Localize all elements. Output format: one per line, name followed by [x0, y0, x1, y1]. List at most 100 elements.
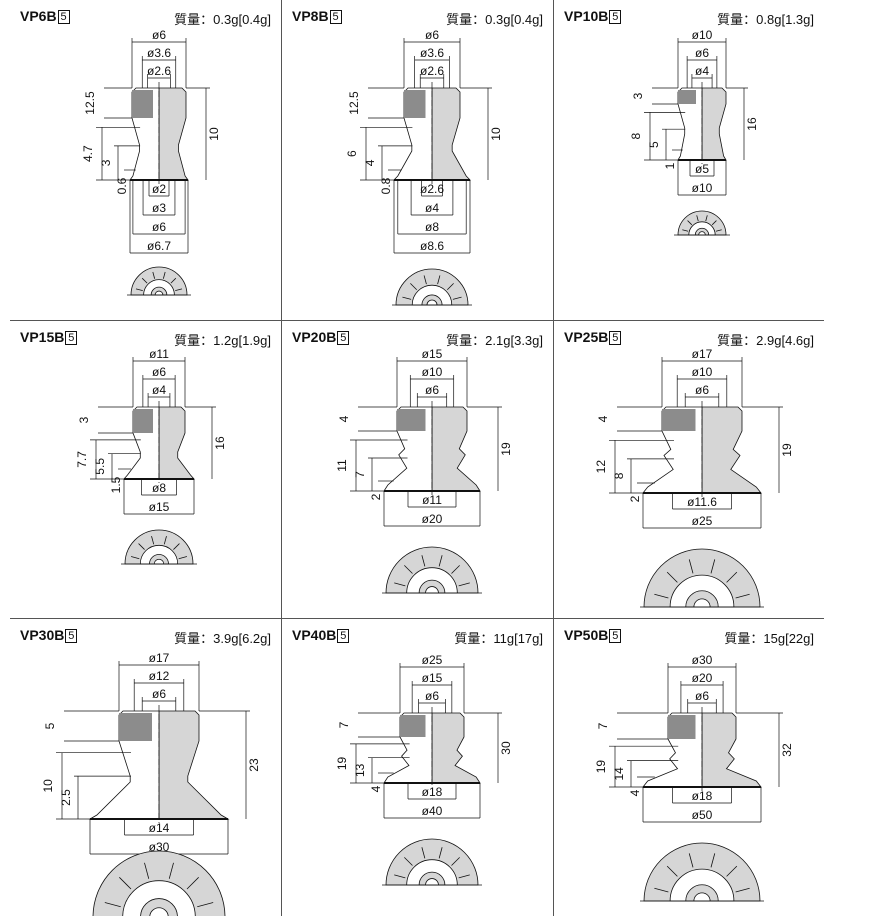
model-name: VP10B — [564, 8, 609, 24]
dim-h1: 3 — [631, 92, 645, 99]
dim-d1: ø25 — [422, 653, 443, 667]
dim-d1: ø10 — [692, 28, 713, 42]
model-name: VP15B — [20, 329, 65, 345]
dim-d3: ø6 — [695, 383, 709, 397]
model-name: VP6B — [20, 8, 57, 24]
dim-h1: 12.5 — [347, 91, 361, 115]
dim-b1: ø8 — [152, 481, 166, 495]
dim-d2: ø10 — [422, 365, 443, 379]
dim-hR: 16 — [745, 117, 759, 131]
dim-b2: ø30 — [149, 840, 170, 854]
dim-h2: 19 — [594, 760, 608, 774]
dim-h1: 5 — [43, 722, 57, 729]
revision-badge: 5 — [337, 629, 350, 643]
section-wall — [397, 409, 426, 431]
bottom-view — [121, 529, 197, 565]
model-name: VP30B — [20, 627, 65, 643]
cup-outline-right — [701, 712, 762, 788]
dim-h1: 4 — [337, 415, 351, 422]
dim-b1: ø11.6 — [687, 495, 717, 509]
cup-outline-right — [158, 406, 195, 480]
section-wall — [668, 715, 696, 739]
dim-h3: 3 — [99, 159, 113, 166]
bottom-view — [674, 210, 730, 236]
dim-hR: 16 — [213, 436, 227, 450]
dim-d2: ø6 — [695, 46, 709, 60]
model-name: VP40B — [292, 627, 337, 643]
dim-d1: ø17 — [692, 347, 713, 361]
dim-h2: 7.7 — [75, 451, 89, 468]
dim-h2: 11 — [335, 459, 349, 472]
dim-d1: ø6 — [152, 28, 166, 42]
section-wall — [132, 90, 153, 118]
cup-outline-right — [158, 710, 230, 820]
dim-d2: ø20 — [692, 671, 713, 685]
dim-h3: 4 — [363, 159, 377, 166]
bottom-view — [127, 266, 191, 296]
dim-d3: ø6 — [425, 689, 439, 703]
dim-b2: ø4 — [425, 201, 439, 215]
dim-h2: 19 — [335, 756, 349, 770]
dim-b3: ø8 — [425, 220, 439, 234]
cup-outline-right — [701, 87, 727, 161]
revision-badge: 5 — [65, 331, 78, 345]
revision-badge: 5 — [329, 10, 342, 24]
cup-outline-right — [431, 406, 481, 492]
model-name: VP8B — [292, 8, 329, 24]
dim-h3: 2.5 — [59, 789, 73, 806]
dim-d2: ø3.6 — [147, 46, 171, 60]
mass-label: 質量：0.8g[1.3g] — [717, 12, 814, 27]
dim-h1: 7 — [337, 721, 351, 728]
dim-hR: 10 — [489, 127, 503, 141]
dim-b2: ø20 — [422, 512, 443, 526]
dim-d1: ø11 — [149, 347, 169, 361]
dim-h1: 7 — [596, 722, 610, 729]
dim-b2: ø50 — [692, 808, 713, 822]
revision-badge: 5 — [337, 331, 350, 345]
dim-h3: 5.5 — [93, 458, 107, 475]
dim-d3: ø2.6 — [147, 64, 171, 78]
dim-d3: ø6 — [152, 687, 166, 701]
bottom-view — [640, 548, 764, 608]
dim-b1: ø14 — [149, 821, 170, 835]
dim-b3: ø6 — [152, 220, 166, 234]
dim-b4: ø6.7 — [147, 239, 171, 253]
dim-d2: ø10 — [692, 365, 713, 379]
dim-b2: ø10 — [692, 181, 713, 195]
model-name: VP25B — [564, 329, 609, 345]
revision-badge: 5 — [609, 10, 622, 24]
dim-b1: ø5 — [695, 162, 709, 176]
mass-label: 質量：2.1g[3.3g] — [446, 333, 543, 348]
dim-d2: ø6 — [152, 365, 166, 379]
dim-hR: 19 — [499, 442, 513, 456]
dim-h4: 4 — [628, 789, 642, 796]
dim-h4: 1 — [663, 162, 677, 169]
dim-d2: ø3.6 — [420, 46, 444, 60]
mass-label: 質量：2.9g[4.6g] — [717, 333, 814, 348]
dim-b1: ø18 — [422, 785, 443, 799]
section-wall — [662, 409, 696, 431]
dim-h4: 0.6 — [115, 177, 129, 194]
model-name: VP50B — [564, 627, 609, 643]
revision-badge: 5 — [609, 629, 622, 643]
section-wall — [678, 90, 696, 104]
dim-h3: 13 — [353, 763, 367, 777]
